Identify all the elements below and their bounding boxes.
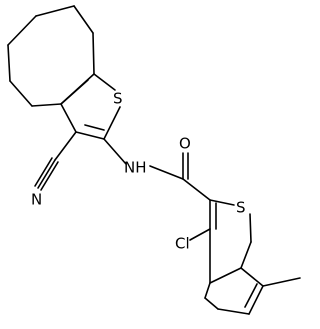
nh-group-label: NH [124,159,147,177]
nitrogen-atom-label: N [31,191,42,209]
bond [7,44,11,82]
bond [92,32,95,75]
bond [240,267,264,287]
bond [60,103,77,133]
bond [73,5,94,34]
bond [209,199,235,206]
bond [204,297,219,310]
bond [244,283,258,308]
bond [31,103,62,107]
bond [103,138,127,165]
bond [204,282,211,299]
bond [248,285,264,315]
bond [54,131,77,161]
bond [34,157,53,187]
chlorine-atom-label: Cl [175,235,190,253]
bond [189,228,211,241]
chemical-structure-drawing: S NH O N S Cl [7,5,301,315]
bond [40,161,59,191]
bond [75,131,105,140]
bond [209,267,242,284]
bond [7,15,37,46]
bond [37,159,56,189]
bonds [7,5,301,315]
oxygen-atom-label: O [179,135,191,153]
bond [93,73,116,91]
bond [182,178,211,201]
sulfur-atom-label: S [236,199,246,217]
atom-labels: S NH O N S Cl [31,90,246,253]
bond [35,5,75,17]
sulfur-atom-label: S [113,90,123,108]
bond [60,79,89,105]
bond [84,124,105,131]
bond [262,277,301,287]
bond [149,165,184,180]
bond [9,80,33,107]
bond [217,308,250,315]
bond [103,106,121,140]
bond [249,213,252,243]
bond [240,241,252,269]
